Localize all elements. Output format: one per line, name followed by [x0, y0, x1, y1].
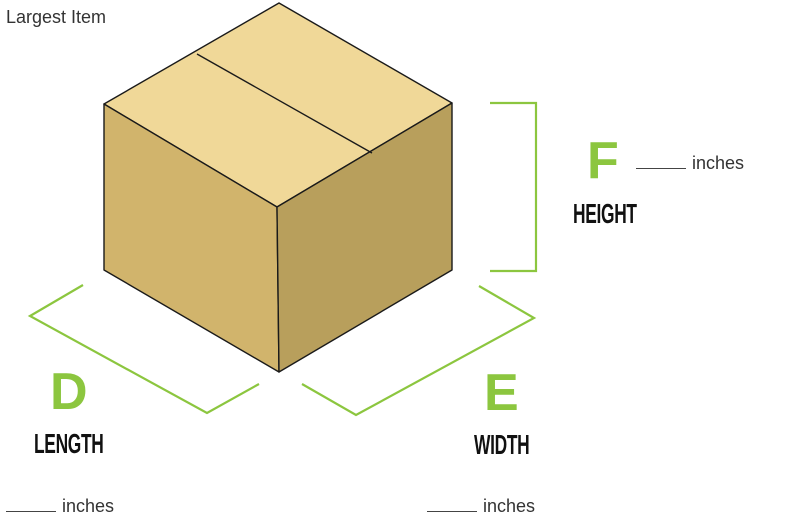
height-input-blank[interactable] [636, 154, 686, 169]
width-name: WIDTH [474, 431, 529, 459]
length-answer: inches [6, 496, 114, 517]
height-letter: F [587, 135, 619, 187]
height-answer: inches [636, 153, 744, 174]
width-letter: E [484, 367, 519, 419]
height-bracket [490, 103, 536, 271]
height-name: HEIGHT [573, 200, 637, 228]
length-input-blank[interactable] [6, 497, 56, 512]
length-letter: D [50, 366, 88, 418]
width-unit: inches [483, 496, 535, 516]
length-name: LENGTH [34, 430, 104, 458]
width-answer: inches [427, 496, 535, 517]
width-input-blank[interactable] [427, 497, 477, 512]
height-unit: inches [692, 153, 744, 173]
length-unit: inches [62, 496, 114, 516]
